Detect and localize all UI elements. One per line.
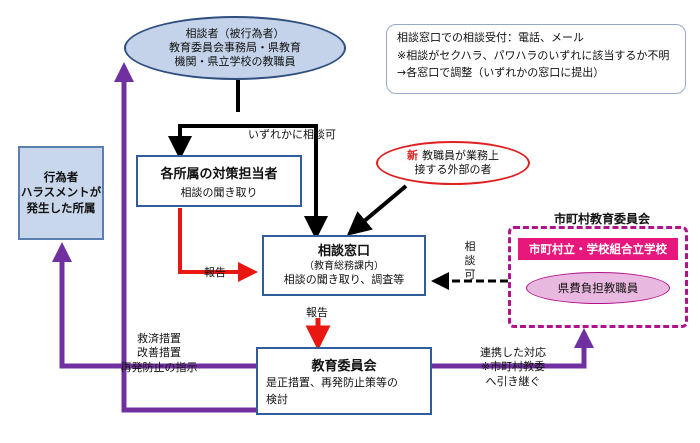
consult-ok-c1: 相 — [464, 240, 476, 253]
consultant-line3: 機関・県立学校の教職員 — [174, 54, 296, 68]
arrow-to-soudan — [238, 124, 328, 240]
arrow-report-taisaku — [178, 208, 258, 282]
actor-line2: ハラスメントが — [20, 185, 102, 200]
outsider-line1: 教職員が業務上 — [422, 148, 499, 162]
kyoiku-node: 教育委員会 是正措置、再発防止策等の 検討 — [256, 347, 432, 415]
actor-office-node: 行為者 ハラスメントが 発生した所属 — [18, 146, 104, 240]
arrow-kyoiku-to-city — [432, 328, 594, 369]
arrow-outsider-to-soudan — [346, 184, 408, 236]
new-badge: 新 — [407, 148, 418, 162]
report-label-taisaku: 報告 — [204, 266, 226, 279]
consult-ok-label: 相 談 可 — [462, 240, 478, 281]
kyoiku-title: 教育委員会 — [311, 359, 377, 374]
consultant-node: 相談者（被行為者） 教育委員会事務局・県教育 機関・県立学校の教職員 — [124, 16, 346, 80]
note-line3: →各窓口で調整（いずれかの窓口に提出） — [397, 66, 605, 80]
city-staff-node: 県費負担教職員 — [526, 272, 670, 304]
arrow-kyoiku-to-actor — [52, 242, 256, 369]
note-line2: ※相談がセクハラ、パワハラのいずれに該当するか不明 — [397, 48, 670, 62]
consultant-line1: 相談者（被行為者） — [185, 27, 285, 41]
arrow-to-taisaku — [168, 124, 238, 160]
coop-line1: 連携した対応 — [480, 346, 546, 359]
outsider-node: 新教職員が業務上 接する外部の者 — [376, 141, 530, 185]
coop-label: 連携した対応 ※市町村教委 へ引き継ぐ — [462, 346, 564, 389]
coop-line2: ※市町村教委 — [480, 360, 546, 374]
either-consult-label: いずれかに相談可 — [248, 128, 336, 141]
soudan-sub2: 相談の聞き取り、調査等 — [283, 273, 405, 286]
soudan-title: 相談窓口 — [317, 244, 370, 260]
note-line1: 相談窓口での相談受付：電話、メール — [397, 31, 584, 44]
kyoiku-sub1: 是正措置、再発防止策等の — [266, 376, 398, 389]
actor-line3: 発生した所属 — [26, 200, 96, 215]
taisaku-title: 各所属の対策担当者 — [160, 166, 278, 182]
consult-ok-c2: 談 — [464, 253, 476, 267]
relief-line1: 救済措置 — [137, 332, 181, 345]
relief-line3: 再発防止の指示 — [120, 360, 198, 374]
kyoiku-sub2: 検討 — [266, 392, 288, 406]
taisaku-sub: 相談の聞き取り — [180, 185, 258, 199]
city-board-title: 市町村教育委員会 — [553, 212, 650, 226]
consultant-line2: 教育委員会事務局・県教育 — [169, 41, 301, 55]
report-label-soudan: 報告 — [306, 306, 328, 319]
taisaku-node: 各所属の対策担当者 相談の聞き取り — [136, 155, 302, 207]
consultation-note: 相談窓口での相談受付：電話、メール ※相談がセクハラ、パワハラのいずれに該当する… — [386, 24, 686, 94]
relief-line2: 改善措置 — [137, 346, 181, 360]
consult-ok-c3: 可 — [464, 267, 476, 281]
arrow-kyoiku-to-consultant — [114, 62, 256, 413]
soudan-sub1: （教育総務課内） — [304, 260, 384, 272]
relief-measures-label: 救済措置 改善措置 再発防止の指示 — [104, 332, 214, 375]
outsider-line2: 接する外部の者 — [414, 163, 492, 176]
city-board-frame — [508, 226, 688, 328]
coop-line3: へ引き継ぐ — [485, 374, 541, 388]
soudan-node: 相談窓口 （教育総務課内） 相談の聞き取り、調査等 — [262, 235, 426, 296]
city-school-node: 市町村立・学校組合立学校 — [518, 238, 678, 260]
actor-line1: 行為者 — [43, 169, 79, 184]
